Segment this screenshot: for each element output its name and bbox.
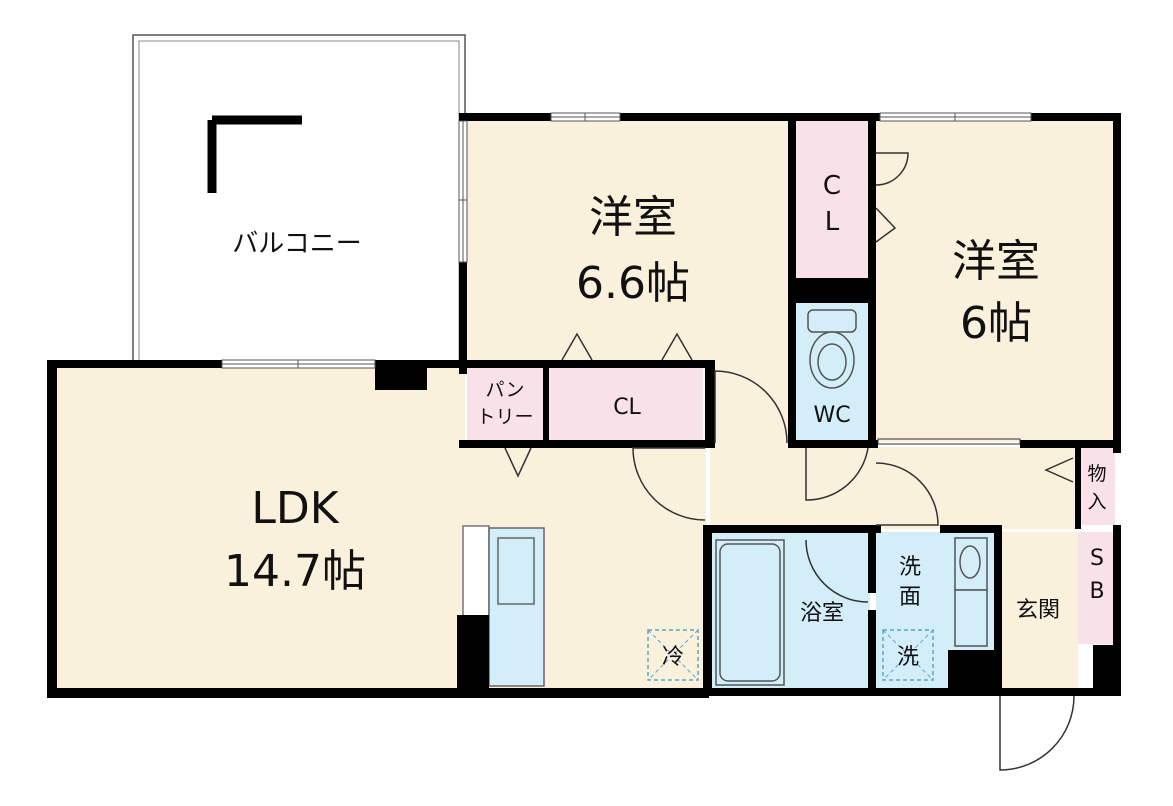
room-b-size: 6帖 [960, 298, 1032, 349]
shoe-box-label-2: B [1089, 579, 1104, 604]
washer-label: 洗 [897, 645, 919, 670]
balcony: バルコニー [132, 34, 466, 366]
kitchen-counter [462, 525, 490, 617]
balcony-corner-mark [207, 115, 302, 193]
walls [47, 113, 1121, 698]
western-room-a-floor [465, 120, 792, 362]
windows [221, 112, 1032, 369]
toilet-label: WC [813, 403, 850, 428]
toilet-tank [807, 309, 857, 333]
room-a-name: 洋室 [589, 192, 677, 243]
balcony-label: バルコニー [232, 229, 361, 259]
entrance-label: 玄関 [1016, 598, 1060, 623]
room-b-name: 洋室 [952, 236, 1040, 287]
shoe-box-floor [1078, 532, 1115, 644]
doors [504, 152, 1075, 771]
fixtures: 冷 洗 [462, 309, 988, 687]
labels: 洋室 6.6帖 洋室 6帖 C L WC パン トリー CL LDK 14.7帖… [224, 171, 1106, 626]
washroom-label-2: 面 [899, 585, 921, 610]
fridge-label: 冷 [662, 645, 684, 670]
storage-label-2: 入 [1087, 491, 1106, 513]
bathroom-label: 浴室 [800, 601, 844, 626]
pantry-label-1: パン [486, 379, 525, 401]
fridge-space [647, 629, 699, 681]
western-room-b-floor [874, 120, 1115, 442]
closet-b-label: CL [613, 395, 641, 420]
closet-a-label-2: L [825, 207, 840, 237]
pantry-floor [467, 367, 543, 440]
washer-space [882, 629, 934, 681]
shoe-box-label-1: S [1090, 546, 1104, 571]
closet-b-floor [549, 367, 703, 440]
washroom-label-1: 洗 [899, 555, 921, 580]
ldk-size: 14.7帖 [224, 546, 366, 597]
storage-label-1: 物 [1087, 463, 1106, 485]
bathtub [715, 539, 785, 686]
room-a-size: 6.6帖 [576, 258, 690, 309]
closet-a-floor [796, 120, 868, 278]
storage-floor [1080, 447, 1115, 525]
entrance-floor [1000, 532, 1078, 688]
ldk-name: LDK [251, 483, 339, 534]
hallway-floor [710, 447, 1080, 529]
closet-a-label-1: C [823, 171, 841, 201]
pantry-label-2: トリー [476, 406, 533, 428]
